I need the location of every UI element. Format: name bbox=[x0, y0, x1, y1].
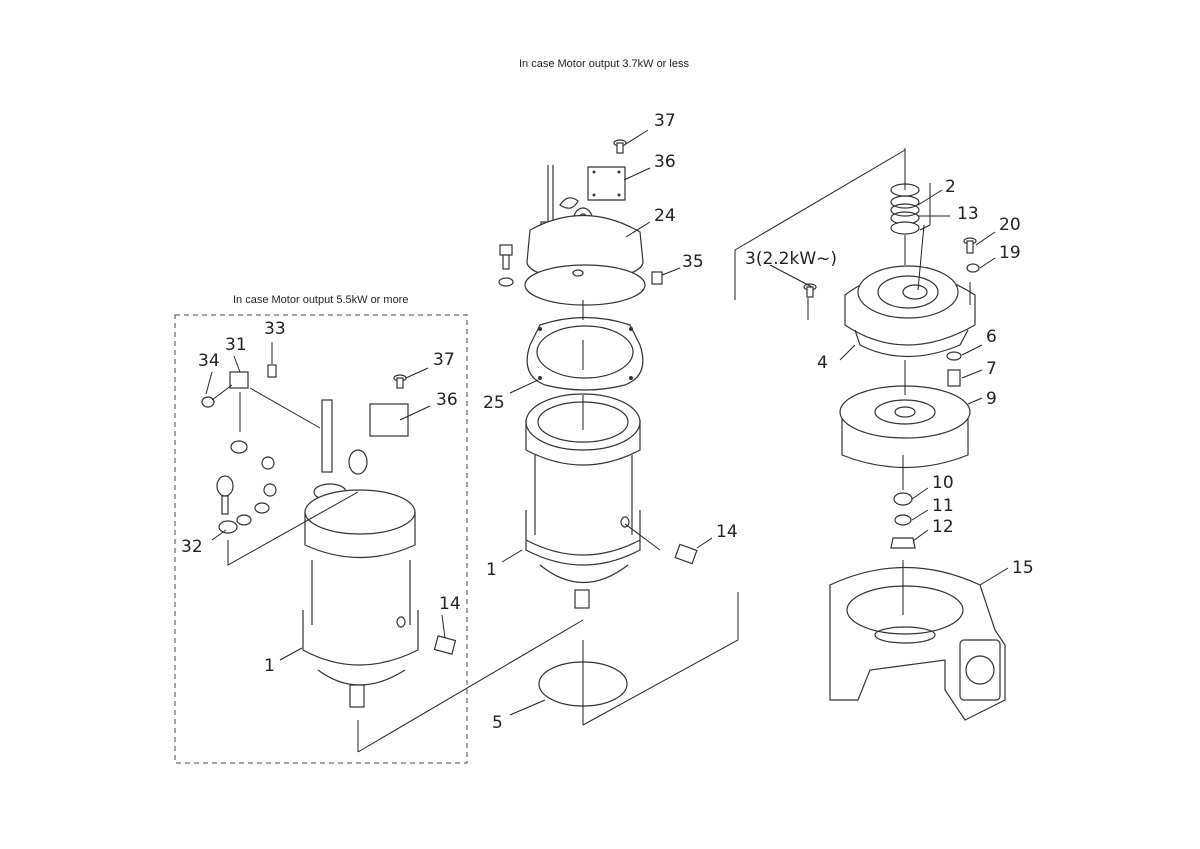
plug-14-left bbox=[433, 635, 457, 655]
callout-15: 15 bbox=[1012, 558, 1034, 578]
caption-motor-3-7kw: In case Motor output 3.7kW or less bbox=[519, 58, 689, 70]
nut-12 bbox=[890, 537, 916, 549]
spring-2 bbox=[890, 183, 920, 235]
motor-frame-1b bbox=[302, 399, 419, 708]
callout-36-left: 36 bbox=[436, 390, 458, 410]
callout-1-center: 1 bbox=[486, 560, 497, 580]
callout-37-left: 37 bbox=[433, 350, 455, 370]
callout-13: 13 bbox=[957, 204, 979, 224]
caption-motor-5-5kw: In case Motor output 5.5kW or more bbox=[233, 294, 409, 306]
variant-dashed-box bbox=[174, 314, 468, 764]
washer-19 bbox=[966, 263, 980, 273]
callout-37-center: 37 bbox=[654, 111, 676, 131]
callout-14-center: 14 bbox=[716, 522, 738, 542]
clamp-31 bbox=[229, 371, 249, 389]
callout-4: 4 bbox=[817, 353, 828, 373]
motor-top-cover bbox=[524, 165, 646, 306]
callout-14-left: 14 bbox=[439, 594, 461, 614]
screw-33 bbox=[267, 364, 277, 378]
callout-25: 25 bbox=[483, 393, 505, 413]
bolt-20 bbox=[963, 237, 977, 254]
callout-12: 12 bbox=[932, 517, 954, 537]
callout-33: 33 bbox=[264, 319, 286, 339]
washer-6 bbox=[946, 351, 962, 361]
washer-11 bbox=[894, 514, 912, 526]
callout-7: 7 bbox=[986, 359, 997, 379]
screw-37b bbox=[393, 374, 407, 389]
callout-6: 6 bbox=[986, 327, 997, 347]
callout-31: 31 bbox=[225, 335, 247, 355]
callout-11: 11 bbox=[932, 496, 954, 516]
callout-36-center: 36 bbox=[654, 152, 676, 172]
callout-3: 3(2.2kW~) bbox=[745, 249, 837, 269]
callout-1-left: 1 bbox=[264, 656, 275, 676]
nameplate-36 bbox=[587, 166, 626, 201]
screw-37 bbox=[613, 139, 627, 154]
chain-32 bbox=[216, 440, 277, 534]
callout-19: 19 bbox=[999, 243, 1021, 263]
leader-lines bbox=[205, 129, 1009, 753]
callout-34: 34 bbox=[198, 351, 220, 371]
plug-14-center bbox=[674, 543, 698, 565]
casing-15 bbox=[829, 567, 1006, 721]
impeller-9 bbox=[839, 385, 971, 469]
screw-3 bbox=[803, 283, 817, 298]
callout-20: 20 bbox=[999, 215, 1021, 235]
bolt-left bbox=[498, 244, 514, 287]
right-pump-assembly bbox=[803, 183, 1006, 721]
center-motor-assembly bbox=[498, 139, 698, 725]
plug-35 bbox=[651, 271, 663, 285]
callout-10: 10 bbox=[932, 473, 954, 493]
callout-5: 5 bbox=[492, 713, 503, 733]
bracket-4 bbox=[844, 265, 976, 358]
callout-2: 2 bbox=[945, 177, 956, 197]
washer-10 bbox=[893, 492, 913, 506]
bolt-7 bbox=[947, 369, 961, 387]
callout-35: 35 bbox=[682, 252, 704, 272]
nameplate-36b bbox=[369, 403, 409, 437]
left-motor-assembly bbox=[201, 364, 457, 708]
nut-34 bbox=[201, 396, 215, 408]
callout-labels: 37 36 24 35 25 14 1 5 2 13 20 19 3(2.2kW… bbox=[181, 111, 1034, 733]
gasket-25 bbox=[526, 316, 644, 391]
callout-9: 9 bbox=[986, 389, 997, 409]
callout-32: 32 bbox=[181, 537, 203, 557]
callout-24: 24 bbox=[654, 206, 676, 226]
